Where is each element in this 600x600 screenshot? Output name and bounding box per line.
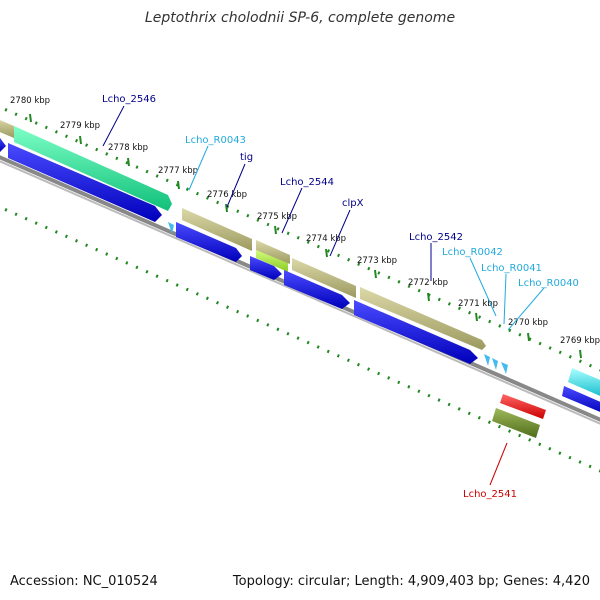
scale-tick-label: 2778 kbp: [108, 143, 148, 153]
gene-feature-tig[interactable]: [182, 208, 252, 251]
scale-tick-mark: [427, 292, 430, 302]
trna-marker-r0040[interactable]: [501, 362, 508, 374]
scale-tick-label: 2776 kbp: [207, 190, 247, 200]
gene-label-lcho-r0041[interactable]: Lcho_R0041: [481, 263, 542, 274]
scale-tick-label: 2773 kbp: [357, 256, 397, 266]
scale-tick-mark: [579, 349, 582, 359]
trna-marker-r0042[interactable]: [484, 354, 490, 366]
gene-feature-highlight-mint[interactable]: [14, 126, 172, 211]
scale-tick-mark: [79, 135, 82, 145]
scale-tick-mark: [225, 203, 228, 213]
rrna-feature-red[interactable]: [500, 394, 546, 419]
cds-arrow-lcho-2542[interactable]: [354, 300, 478, 364]
scale-tick-mark: [127, 157, 130, 167]
cds-arrow-clpx[interactable]: [284, 270, 350, 309]
cds-arrow-right[interactable]: [562, 386, 600, 414]
gene-label-lcho-2544[interactable]: Lcho_2544: [280, 177, 334, 188]
genome-summary-text: Topology: circular; Length: 4,909,403 bp…: [232, 574, 590, 589]
scale-tick-mark: [177, 180, 180, 190]
scale-tick-mark: [475, 312, 478, 322]
gene-label-lcho-r0042[interactable]: Lcho_R0042: [442, 247, 503, 258]
cds-arrow-lcho-2546[interactable]: [8, 143, 162, 222]
gene-feature-clpx[interactable]: [292, 258, 356, 298]
cds-arrow-lcho-2544[interactable]: [250, 256, 282, 280]
map-title: Leptothrix cholodnii SP-6, complete geno…: [144, 10, 456, 26]
gene-label-lcho-2546[interactable]: Lcho_2546: [102, 94, 156, 105]
scale-tick-label: 2769 kbp: [560, 336, 600, 346]
cds-arrow-tig[interactable]: [176, 222, 242, 262]
gene-label-lcho-r0040[interactable]: Lcho_R0040: [518, 278, 579, 289]
backbone-line-shadow: [0, 160, 600, 425]
gene-feature-cyan-right[interactable]: [568, 368, 600, 398]
scale-tick-label: 2770 kbp: [508, 318, 548, 328]
gene-label-lcho-2542[interactable]: Lcho_2542: [409, 232, 463, 243]
scale-tick-mark: [274, 225, 277, 235]
callout-lines: [102, 105, 545, 486]
gene-label-clpx[interactable]: clpX: [342, 198, 364, 209]
gene-label-lcho-r0043[interactable]: Lcho_R0043: [185, 135, 246, 146]
scale-tick-mark: [29, 113, 32, 123]
scale-tick-label: 2774 kbp: [306, 234, 346, 244]
scale-tick-label: 2771 kbp: [458, 299, 498, 309]
gene-feature-lime[interactable]: [256, 248, 288, 272]
gene-feature-lcho-2546-upper[interactable]: [0, 118, 14, 138]
gene-label-lcho-2541[interactable]: Lcho_2541: [463, 489, 517, 500]
gene-feature-lcho-2544[interactable]: [256, 240, 290, 264]
scale-tick-label: 2779 kbp: [60, 121, 100, 131]
cds-arrow-left[interactable]: [0, 136, 6, 152]
scale-track-top: [0, 105, 600, 372]
trna-marker-r0041[interactable]: [492, 358, 498, 370]
scale-ticks: 2780 kbp 2779 kbp 2778 kbp 2777 kbp 2776 kbp…: [10, 96, 600, 359]
accession-text: Accession: NC_010524: [10, 574, 158, 589]
scale-tick-mark: [374, 269, 377, 279]
scale-tick-mark: [527, 332, 530, 342]
trna-marker-r0043[interactable]: [168, 222, 174, 234]
gene-feature-lcho-2542[interactable]: [360, 287, 486, 350]
scale-tick-label: 2775 kbp: [257, 212, 297, 222]
scale-tick-mark: [325, 248, 328, 258]
scale-tick-label: 2772 kbp: [408, 278, 448, 288]
gene-feature-lcho-2541[interactable]: [492, 408, 540, 438]
gene-label-tig[interactable]: tig: [240, 152, 253, 163]
scale-tick-label: 2780 kbp: [10, 96, 50, 106]
scale-tick-label: 2777 kbp: [158, 166, 198, 176]
scale-track-bottom: [0, 205, 600, 473]
